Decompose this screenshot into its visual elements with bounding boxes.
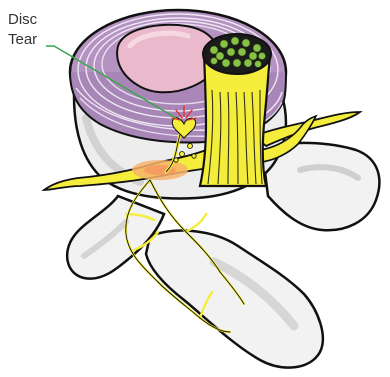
- spinous-process: [146, 231, 323, 368]
- callout-label-line1: Disc: [8, 10, 37, 30]
- transverse-process-left: [67, 196, 164, 279]
- callout-label-line2: Tear: [8, 30, 37, 50]
